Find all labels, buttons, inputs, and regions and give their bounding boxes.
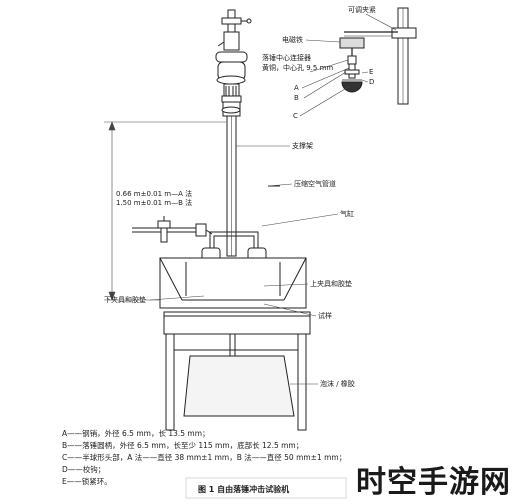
label-D: D bbox=[369, 78, 374, 86]
legend-item-E: E——锁紧环。 bbox=[62, 476, 112, 486]
table-top bbox=[163, 311, 311, 335]
caption-text: 图 1 自由落锤冲击试验机 bbox=[198, 484, 289, 494]
air-pipes bbox=[132, 185, 280, 248]
lock-ring bbox=[344, 69, 360, 75]
legend-item-A: A——钢销，外径 6.5 mm，长 13.5 mm； bbox=[62, 428, 210, 438]
label-hammer-connector-material: 黄铜，中心孔 9.5 mm bbox=[262, 63, 333, 72]
label-upper-clamp: 上夹具和胶垫 bbox=[310, 279, 352, 288]
main-leader-lines bbox=[149, 145, 339, 385]
clamp-leader-lines bbox=[299, 13, 397, 117]
label-B: B bbox=[294, 94, 299, 102]
magnet-housing bbox=[215, 51, 248, 63]
height-dimension bbox=[104, 121, 226, 301]
dimension-method-a: 0.66 m±0.01 m—A 法 bbox=[116, 189, 192, 198]
legend-item-B: B——落锤圆柄，外径 6.5 mm，长至少 115 mm，底部长 12.5 mm… bbox=[62, 440, 303, 450]
table-leg-front-right bbox=[297, 333, 307, 431]
legend: A——钢销，外径 6.5 mm，长 13.5 mm； B——落锤圆柄，外径 6.… bbox=[62, 428, 346, 486]
electromagnet-block bbox=[339, 37, 365, 49]
label-support: 支撑架 bbox=[292, 141, 313, 150]
label-adjustable-clamp: 可调夹紧 bbox=[348, 5, 376, 14]
legend-item-D: D——校钩； bbox=[62, 464, 105, 474]
clamp-detail bbox=[339, 7, 417, 105]
air-valve bbox=[157, 220, 171, 229]
sand-mat bbox=[183, 355, 295, 417]
support-column bbox=[215, 9, 252, 257]
label-hammer-connector: 落锤中心连接器 bbox=[262, 53, 311, 62]
hammer-connector bbox=[347, 55, 357, 65]
label-A: A bbox=[294, 84, 299, 92]
dimension-method-b: 1.50 m±0.01 m—B 法 bbox=[116, 198, 192, 207]
test-table bbox=[159, 257, 311, 431]
label-sand-mat: 泡沫 / 橡胶 bbox=[320, 379, 355, 388]
watermark-text: 时空手游网 bbox=[356, 465, 511, 500]
table-leg-front-left bbox=[165, 333, 175, 431]
label-specimen: 试样 bbox=[318, 311, 332, 320]
label-C: C bbox=[293, 112, 298, 120]
label-electromagnet: 电磁铁 bbox=[282, 35, 303, 44]
figure-caption: 图 1 自由落锤冲击试验机 bbox=[185, 477, 347, 499]
legend-item-C: C——半球形头部，A 法——直径 38 mm±1 mm，B 法——直径 50 m… bbox=[62, 452, 346, 462]
clamp-block bbox=[391, 27, 417, 39]
hemispherical-head bbox=[341, 81, 363, 93]
label-lower-clamp: 下夹具和胶垫 bbox=[104, 295, 146, 304]
label-cylinder: 气缸 bbox=[340, 209, 354, 218]
label-E: E bbox=[369, 68, 373, 76]
label-air-pipe: 压缩空气管道 bbox=[294, 179, 336, 188]
